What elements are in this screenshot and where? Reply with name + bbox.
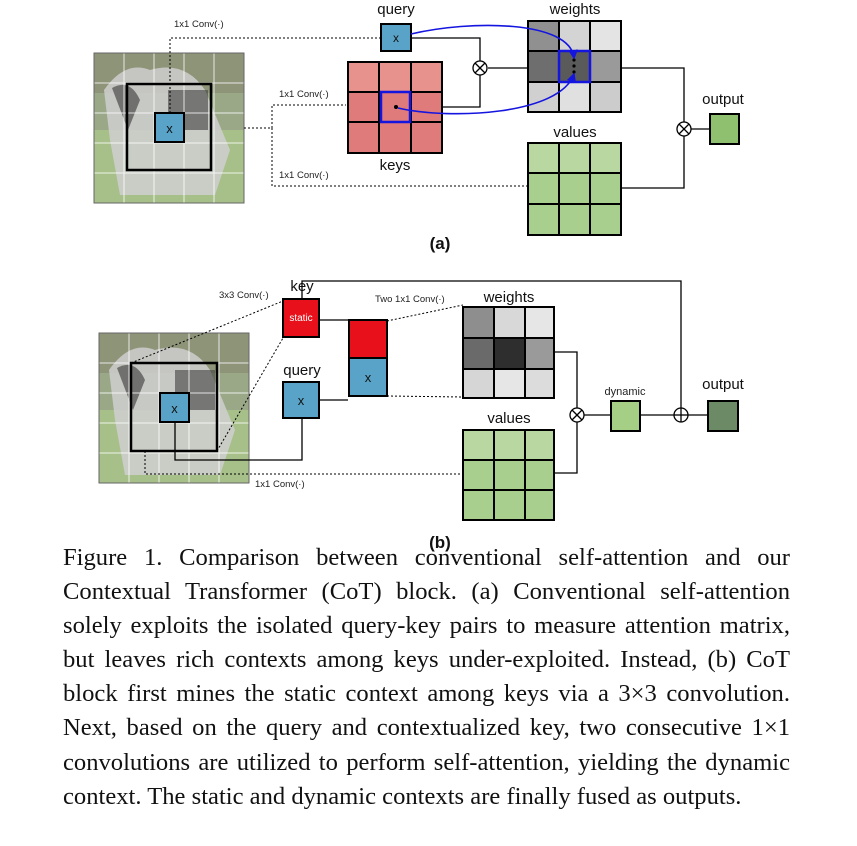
conv-3x3-label: 3x3 Conv(·) — [219, 290, 269, 301]
conv-label-keys-a: 1x1 Conv(·) — [279, 89, 329, 100]
values-grid-a — [527, 142, 622, 236]
values-label-a: values — [553, 124, 596, 141]
output-label-b: output — [702, 376, 745, 393]
values-label-b: values — [487, 410, 530, 427]
svg-text:x: x — [393, 31, 399, 45]
multiply-op-b — [569, 407, 585, 423]
multiply-op-a — [472, 60, 488, 76]
query-label-b: query — [283, 362, 321, 379]
weights-label-b: weights — [483, 289, 535, 306]
panel-b: x 3x3 Conv(·) Two 1x1 Conv(·) 1x1 Conv(·… — [98, 278, 745, 552]
output-cell-a — [709, 113, 740, 145]
image-query-cell-a: x — [166, 121, 173, 136]
multiply-op-a2 — [676, 121, 692, 137]
panel-label-a: (a) — [430, 234, 451, 253]
cot-comparison-diagram: x 1x1 Conv(·) 1x1 Conv(·) 1x1 Conv(·) qu… — [93, 1, 745, 552]
concat-block: x — [348, 319, 388, 397]
keys-grid-a — [347, 61, 443, 154]
weights-grid-a — [527, 20, 622, 113]
conv-label-query-a: 1x1 Conv(·) — [174, 19, 224, 30]
dynamic-cell — [610, 400, 641, 432]
values-grid-b — [462, 429, 555, 521]
weights-grid-b — [462, 306, 555, 399]
static-label: static — [289, 313, 312, 324]
input-image-a: x — [93, 52, 245, 204]
sum-op-b — [673, 407, 689, 423]
query-cell-b — [282, 381, 320, 419]
figure-caption: Figure 1. Comparison between conventiona… — [63, 544, 790, 810]
svg-text:x: x — [298, 393, 305, 408]
output-cell-b — [707, 400, 739, 432]
svg-text:x: x — [365, 370, 372, 385]
weights-label-a: weights — [549, 1, 601, 18]
output-label-a: output — [702, 91, 745, 108]
static-key-cell — [282, 298, 320, 338]
panel-a: x 1x1 Conv(·) 1x1 Conv(·) 1x1 Conv(·) qu… — [93, 1, 745, 253]
panel-label-b: (b) — [429, 533, 451, 552]
image-query-cell-b: x — [171, 401, 178, 416]
query-label-a: query — [377, 1, 415, 18]
input-image-b: x — [98, 332, 250, 484]
conv-two-label: Two 1x1 Conv(·) — [375, 294, 445, 305]
keys-label-a: keys — [380, 157, 411, 174]
dynamic-label: dynamic — [605, 386, 646, 398]
conv-label-values-a: 1x1 Conv(·) — [279, 170, 329, 181]
conv-label-values-b: 1x1 Conv(·) — [255, 479, 305, 490]
